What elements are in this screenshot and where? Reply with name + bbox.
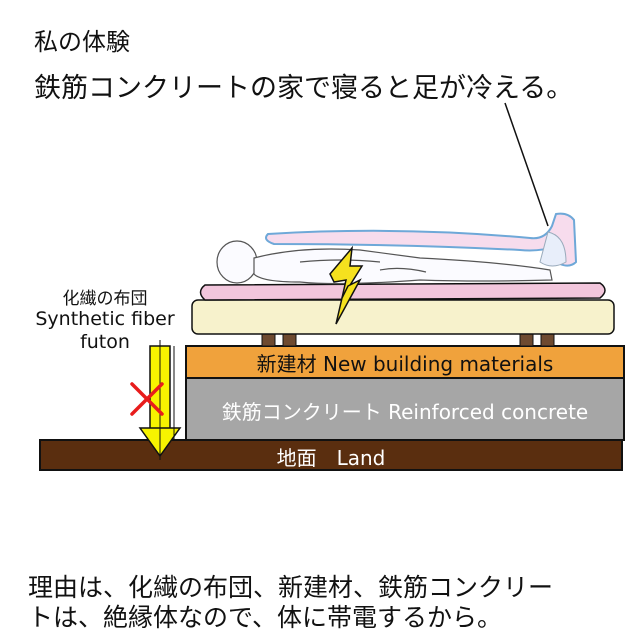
futon-label-en-line2: futon: [80, 331, 130, 353]
sleeping-person-icon: [216, 240, 553, 285]
new-building-label: 新建材 New building materials: [256, 352, 554, 376]
lightning-icon: [329, 245, 364, 299]
futon-label-ja: 化繊の布団: [62, 289, 148, 309]
cross-icon: [130, 382, 164, 416]
foot: [539, 231, 567, 267]
blanket: [265, 212, 578, 267]
heading: 私の体験: [34, 28, 130, 56]
ground-label: 地面 Land: [276, 446, 386, 470]
reason-line1: 理由は、化繊の布団、新建材、鉄筋コンクリー: [28, 573, 554, 602]
concrete-layer: [185, 377, 625, 441]
futon-label-en-line1: Synthetic fiber: [35, 308, 175, 330]
mattress: [191, 299, 615, 335]
reason-line2: トは、絶縁体なので、体に帯電するから。: [28, 603, 503, 632]
concrete-label: 鉄筋コンクリート Reinforced concrete: [221, 400, 589, 424]
futon-pad: [199, 282, 606, 301]
subtitle: 鉄筋コンクリートの家で寝ると足が冷える。: [34, 73, 574, 104]
lightning-icon-tail: [335, 278, 362, 325]
pointer-line: [504, 102, 549, 227]
ground-layer: [39, 439, 623, 471]
new-building-layer: [185, 345, 625, 379]
